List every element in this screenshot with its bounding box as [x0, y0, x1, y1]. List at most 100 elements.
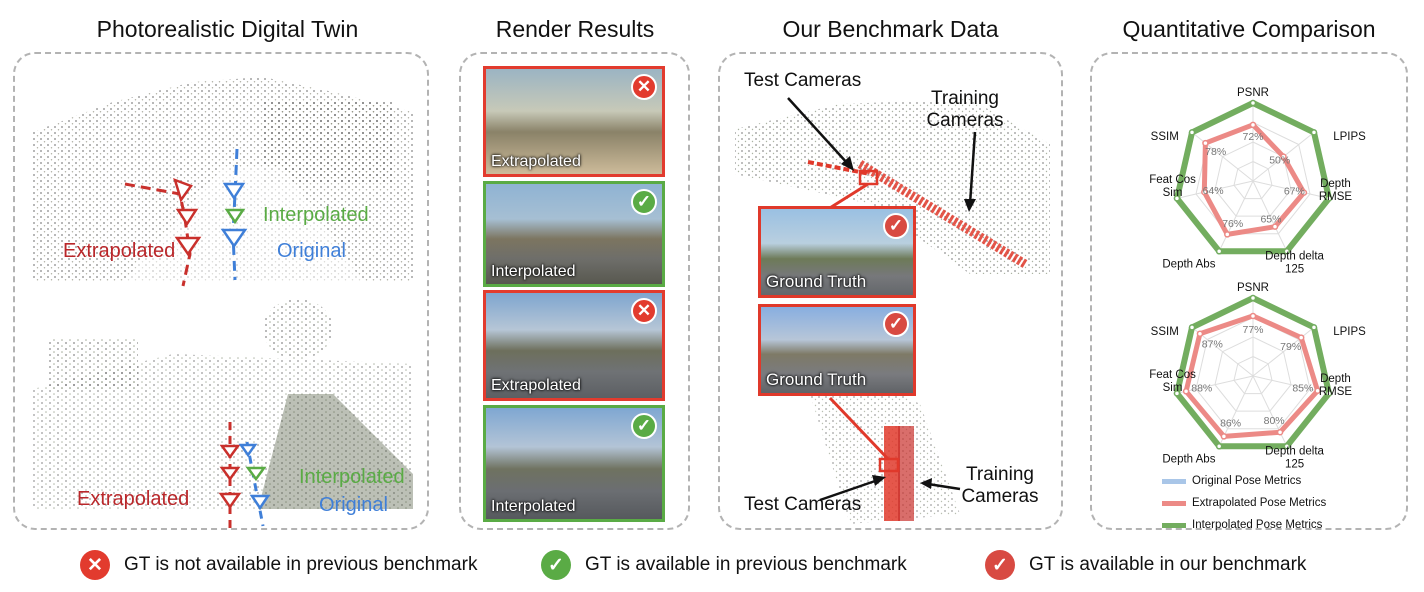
tile-caption: Extrapolated [491, 377, 581, 394]
camera-marker [173, 177, 193, 203]
series-point [1173, 390, 1181, 397]
benchmark-panel: ✓ Ground Truth ✓ Ground Truth Test Camer… [718, 52, 1063, 530]
value-label: 76% [1222, 218, 1243, 230]
panel-title-render: Render Results [495, 16, 655, 42]
ground-truth-tile: ✓ Ground Truth [758, 206, 916, 298]
point-cloud-top [33, 77, 413, 282]
legend-label: Interpolated Pose Metrics [1192, 519, 1323, 531]
series-point [1314, 387, 1321, 395]
camera-marker [219, 466, 241, 482]
camera-marker [218, 492, 242, 510]
value-label: 78% [1205, 146, 1226, 158]
legend-text: GT is not available in previous benchmar… [124, 554, 478, 575]
test-camera-path [807, 160, 871, 176]
label-test-cameras-top: Test Cameras [744, 70, 862, 91]
legend-swatch [1162, 500, 1186, 506]
grid-ring [1233, 160, 1273, 200]
grid-spoke [1252, 180, 1330, 199]
series-point [1297, 334, 1305, 341]
panel-title-twin: Photorealistic Digital Twin [96, 16, 359, 42]
label-interpolated-bottom: Interpolated [299, 466, 405, 488]
legend-swatch [1162, 522, 1186, 528]
axis-label: LPIPS [1333, 131, 1366, 143]
series-line [1201, 122, 1307, 237]
grid-spoke [1252, 326, 1315, 377]
value-label: 67% [1284, 185, 1305, 197]
legend-not-available: ✕ GT is not available in previous benchm… [80, 550, 477, 580]
render-tile: ✓ Interpolated [483, 181, 665, 287]
value-label: 80% [1264, 415, 1285, 427]
series-point [1310, 324, 1318, 331]
label-extrapolated-top: Extrapolated [63, 240, 176, 262]
grid-ring [1233, 355, 1273, 395]
grid-spoke [1218, 180, 1254, 252]
series-point [1325, 390, 1333, 397]
benchmark-point-cloud [735, 97, 1050, 524]
render-tile: ✕ Extrapolated [483, 290, 665, 401]
digital-twin-panel: Extrapolated Interpolated Original Extra… [13, 52, 429, 532]
series-point [1202, 139, 1209, 147]
series-point [1224, 231, 1231, 238]
axis-label: SSIM [1151, 326, 1179, 338]
grid-spoke [1176, 375, 1254, 394]
render-tile: ✓ Interpolated [483, 405, 665, 522]
axis-label: Depth Abs [1162, 454, 1215, 466]
camera-marker [245, 466, 267, 482]
tile-caption: Extrapolated [491, 153, 581, 170]
series-line [1174, 100, 1332, 255]
x-circle-icon: ✕ [80, 550, 110, 580]
training-camera-path [898, 426, 914, 521]
series-point [1182, 388, 1190, 395]
ground-truth-tile: ✓ Ground Truth [758, 304, 916, 396]
series-point [1310, 129, 1318, 136]
label-training-cameras-top: Training Cameras [926, 88, 1004, 131]
axis-label: Depth Abs [1162, 259, 1215, 271]
check-circle-icon: ✓ [541, 550, 571, 580]
series-point [1249, 121, 1257, 129]
series-point [1280, 153, 1287, 160]
camera-marker [175, 208, 199, 227]
camera-marker [249, 494, 271, 511]
check-circle-icon: ✓ [631, 413, 657, 439]
series-point [1249, 99, 1257, 107]
value-label: 79% [1280, 341, 1301, 353]
value-label: 50% [1269, 155, 1290, 167]
value-label: 72% [1242, 131, 1263, 143]
series-point [1276, 428, 1284, 436]
series-point [1249, 294, 1257, 302]
series-line [1174, 295, 1332, 450]
tile-caption: Ground Truth [766, 272, 867, 291]
axis-label: LPIPS [1333, 326, 1366, 338]
tile-caption: Ground Truth [766, 370, 867, 389]
value-label: 65% [1260, 213, 1281, 225]
series-point [1220, 433, 1228, 440]
series-point [1215, 248, 1223, 255]
label-extrapolated-bottom: Extrapolated [77, 488, 190, 510]
panel-title-comparison: Quantitative Comparison [1122, 16, 1376, 42]
label-training-cameras-bottom: Training Cameras [961, 464, 1039, 507]
series-point [1196, 330, 1204, 337]
legend-label: Extrapolated Pose Metrics [1192, 497, 1327, 509]
value-label: 86% [1220, 417, 1241, 429]
label-original-bottom: Original [319, 494, 388, 516]
camera-marker [174, 236, 202, 257]
value-label: 64% [1203, 185, 1224, 197]
camera-marker [224, 208, 246, 225]
legend-item-interpolated: Interpolated Pose Metrics [1162, 514, 1326, 536]
check-circle-icon: ✓ [631, 189, 657, 215]
x-circle-icon: ✕ [631, 74, 657, 100]
value-label: 87% [1202, 339, 1223, 351]
series-point [1188, 129, 1196, 136]
render-tile: ✕ Extrapolated [483, 66, 665, 177]
series-point [1325, 195, 1333, 202]
test-camera-path [884, 426, 900, 521]
value-label: 88% [1191, 383, 1212, 395]
x-circle-icon: ✕ [631, 298, 657, 324]
series-point [1201, 188, 1208, 196]
tile-caption: Interpolated [491, 263, 576, 280]
legend-available-ours: ✓ GT is available in our benchmark [985, 550, 1306, 580]
